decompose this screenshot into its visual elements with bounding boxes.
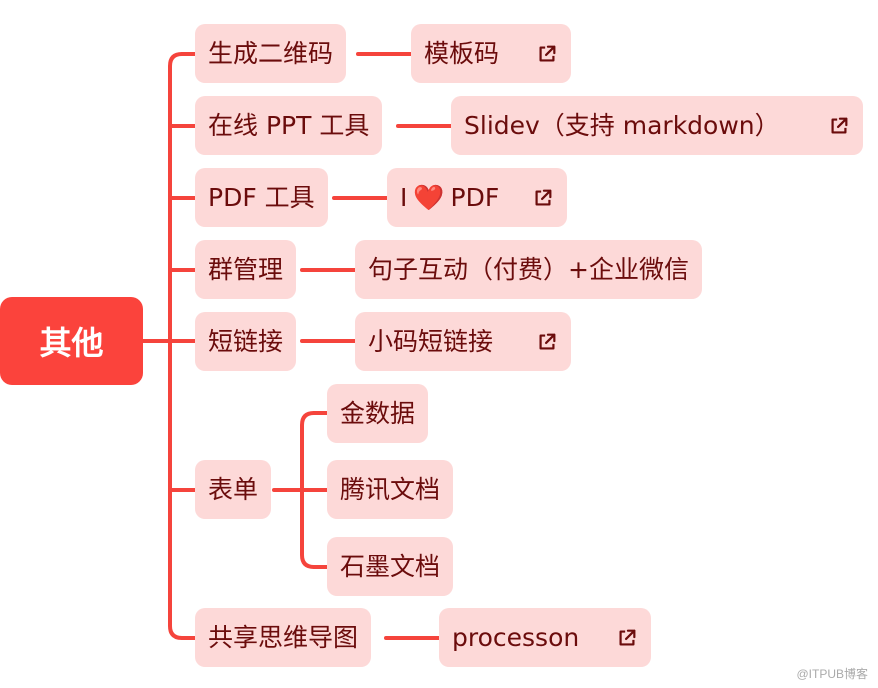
branch-node-online-ppt[interactable]: 在线 PPT 工具: [195, 96, 383, 155]
node-label: Slidev（支持 markdown）: [464, 111, 780, 140]
node-label-suffix: PDF: [450, 183, 500, 212]
child-node-tencent-docs[interactable]: 腾讯文档: [327, 460, 454, 519]
child-node-xiaoma[interactable]: 小码短链接: [355, 312, 571, 371]
node-label: processon: [452, 623, 580, 652]
external-link-icon[interactable]: [616, 627, 638, 649]
node-label-prefix: I: [400, 183, 408, 212]
branch-node-shared-mindmap[interactable]: 共享思维导图: [195, 608, 372, 667]
node-label: 短链接: [208, 327, 284, 356]
connector-trunk: [168, 52, 184, 640]
node-label: 生成二维码: [208, 39, 334, 68]
node-label: 群管理: [208, 255, 284, 284]
node-label: 在线 PPT 工具: [208, 111, 370, 140]
node-label: 模板码: [424, 39, 500, 68]
node-label: 金数据: [340, 399, 416, 428]
child-node-shimo-docs[interactable]: 石墨文档: [327, 537, 454, 596]
branch-node-pdf-tool[interactable]: PDF 工具: [195, 168, 328, 227]
child-node-jinshuju[interactable]: 金数据: [327, 384, 429, 443]
branch-node-short-link[interactable]: 短链接: [195, 312, 297, 371]
connector-form-trunk: [300, 411, 316, 569]
node-label: 腾讯文档: [340, 475, 441, 504]
child-node-ilovepdf[interactable]: I ❤️ PDF: [387, 168, 567, 227]
external-link-icon[interactable]: [536, 43, 558, 65]
external-link-icon[interactable]: [532, 187, 554, 209]
node-label: 共享思维导图: [208, 623, 359, 652]
node-label: 石墨文档: [340, 552, 441, 581]
watermark: @ITPUB博客: [796, 667, 868, 681]
node-label: 句子互动（付费）+企业微信: [368, 255, 689, 284]
child-node-processon[interactable]: processon: [439, 608, 651, 667]
node-label: PDF 工具: [208, 183, 315, 212]
heart-icon: ❤️: [413, 183, 445, 212]
branch-node-qrcode[interactable]: 生成二维码: [195, 24, 347, 83]
child-node-juzi[interactable]: 句子互动（付费）+企业微信: [355, 240, 702, 299]
branch-node-group-management[interactable]: 群管理: [195, 240, 297, 299]
external-link-icon[interactable]: [536, 331, 558, 353]
root-node[interactable]: 其他: [0, 297, 143, 385]
node-label: 小码短链接: [368, 327, 494, 356]
external-link-icon[interactable]: [828, 115, 850, 137]
branch-node-form[interactable]: 表单: [195, 460, 272, 519]
child-node-template-code[interactable]: 模板码: [411, 24, 571, 83]
node-label: 表单: [208, 475, 259, 504]
child-node-slidev[interactable]: Slidev（支持 markdown）: [451, 96, 863, 155]
